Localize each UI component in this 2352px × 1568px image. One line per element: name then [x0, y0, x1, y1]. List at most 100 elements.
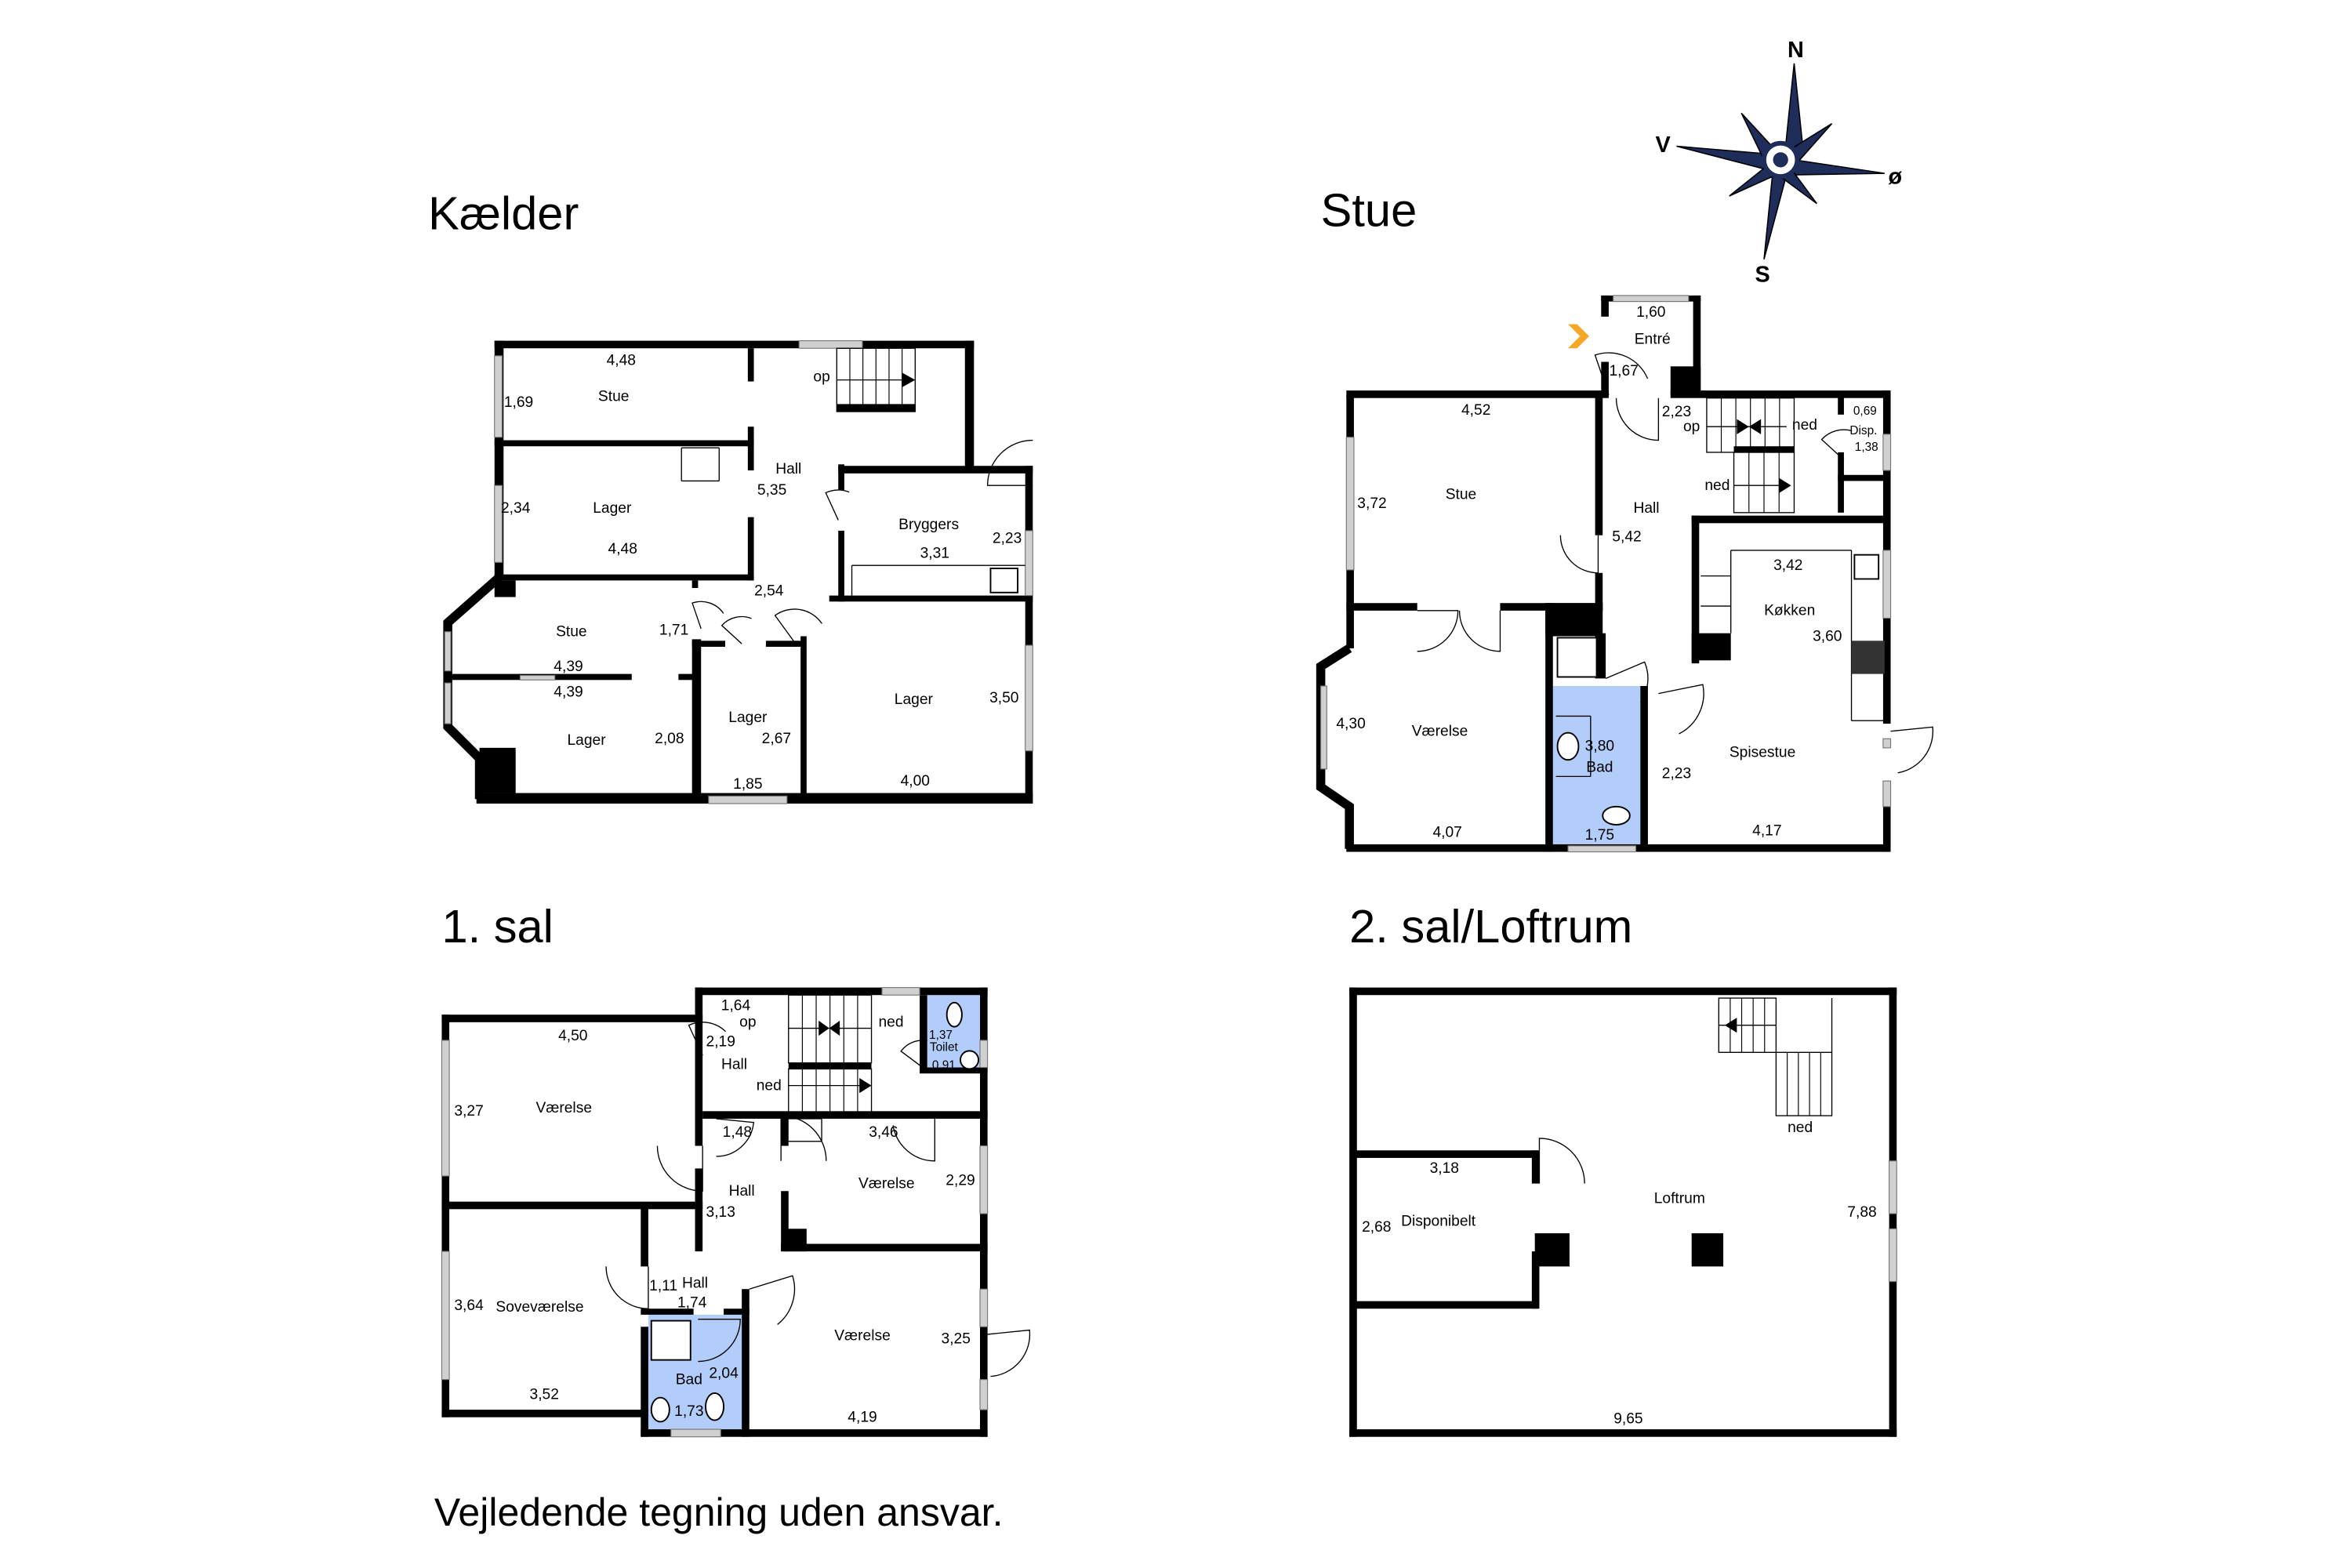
room-label: 3,46: [869, 1124, 898, 1141]
stove-icon: [1851, 641, 1885, 674]
wall: [691, 639, 702, 793]
room-label: 4,19: [848, 1409, 877, 1425]
door-swing: [716, 1118, 755, 1157]
room-label: Lager: [593, 500, 632, 517]
wall: [441, 1014, 703, 1022]
room-label: 1,71: [659, 622, 688, 639]
wall: [1882, 784, 1891, 852]
room-label: Stue: [598, 389, 630, 405]
room-label: 3,25: [942, 1330, 971, 1347]
door-swing: [688, 1022, 727, 1056]
window: [1882, 738, 1892, 749]
wall: [838, 530, 844, 602]
door-swing: [1417, 610, 1459, 652]
shower-icon: [650, 1319, 691, 1361]
washbasin-icon: [1556, 731, 1580, 761]
wall: [1670, 390, 1889, 398]
room-label: 1,37: [929, 1029, 953, 1042]
room-label: 9,65: [1613, 1410, 1642, 1427]
room-label: 3,13: [706, 1204, 735, 1221]
door-swing: [1605, 661, 1649, 703]
wall: [829, 595, 1033, 602]
wall: [695, 987, 703, 1146]
compass-s: S: [1755, 263, 1769, 288]
wall: [494, 440, 754, 447]
washbasin-icon: [650, 1396, 670, 1423]
wall: [695, 987, 988, 996]
room-label: 2,23: [1662, 404, 1691, 420]
room-label: 3,27: [454, 1103, 483, 1120]
room-label: 3,64: [454, 1298, 484, 1314]
wall: [1545, 603, 1603, 637]
room-label: Lager: [567, 732, 606, 749]
compass-n: N: [1788, 38, 1804, 63]
window: [494, 355, 503, 438]
door-swing: [1890, 726, 1934, 774]
title-kaelder: Kælder: [428, 187, 579, 239]
room-label: Disp.: [1849, 424, 1877, 437]
room-label: 3,18: [1430, 1160, 1459, 1177]
room-label: Hall: [775, 461, 801, 477]
wall: [691, 641, 725, 647]
room-label: Bryggers: [898, 517, 959, 533]
room-label: Værelse: [834, 1328, 891, 1345]
compass-w: V: [1656, 132, 1671, 158]
window: [1889, 1228, 1897, 1283]
toilet-icon: [1602, 805, 1631, 826]
room-label: 7,88: [1847, 1204, 1876, 1221]
door-swing: [774, 608, 822, 643]
wall: [479, 747, 516, 793]
wall: [1349, 987, 1357, 1437]
room-label: 4,48: [608, 541, 637, 557]
wall: [494, 340, 975, 349]
wall: [695, 1168, 703, 1252]
sink-icon: [1853, 554, 1880, 580]
room-label: 4,39: [554, 684, 583, 700]
room-label: 2,08: [655, 731, 684, 747]
room-label: Lager: [728, 710, 768, 726]
room-label: Stue: [1446, 487, 1477, 503]
door-swing: [1594, 352, 1649, 396]
room-label: Hall: [721, 1056, 747, 1073]
room-label: Værelse: [1412, 723, 1468, 739]
room-label: 1,67: [1609, 363, 1638, 379]
room-label: 4,00: [901, 773, 930, 789]
wall: [838, 466, 1033, 474]
shower-icon: [1556, 637, 1598, 678]
window: [881, 987, 920, 996]
window: [441, 1250, 450, 1381]
room-label: 1,60: [1636, 304, 1665, 321]
wall: [724, 1308, 750, 1315]
wall: [838, 464, 844, 490]
wall: [678, 673, 695, 681]
room-label: Soveværelse: [495, 1299, 583, 1316]
wall: [1601, 361, 1609, 395]
wall: [788, 1062, 872, 1069]
room-label: Entré: [1635, 331, 1671, 347]
room-label: Spisestue: [1730, 744, 1795, 760]
window: [979, 1040, 989, 1069]
window: [1613, 295, 1690, 303]
wall: [441, 1014, 450, 1417]
disclaimer: Vejledende tegning uden ansvar.: [434, 1490, 1004, 1534]
stair-arrow-icon: [1737, 419, 1749, 434]
title-stue: Stue: [1321, 183, 1417, 236]
window: [1025, 644, 1033, 752]
wall: [641, 1308, 694, 1315]
door-swing: [698, 1319, 741, 1363]
room-label: 0,69: [1853, 405, 1877, 418]
window: [1882, 550, 1892, 619]
room-label: 4,17: [1752, 822, 1781, 839]
room-label: 3,31: [920, 546, 949, 562]
bay-wall: [443, 574, 503, 800]
room-label: 2,04: [709, 1366, 739, 1382]
door-swing: [605, 1266, 649, 1309]
stair-arrow-icon: [818, 1020, 829, 1036]
door-swing: [892, 1118, 935, 1162]
room-label: ned: [1788, 1120, 1813, 1136]
wall: [1733, 446, 1795, 452]
wall: [1691, 1233, 1724, 1267]
door-swing: [720, 615, 752, 644]
room-label: Værelse: [535, 1100, 592, 1116]
